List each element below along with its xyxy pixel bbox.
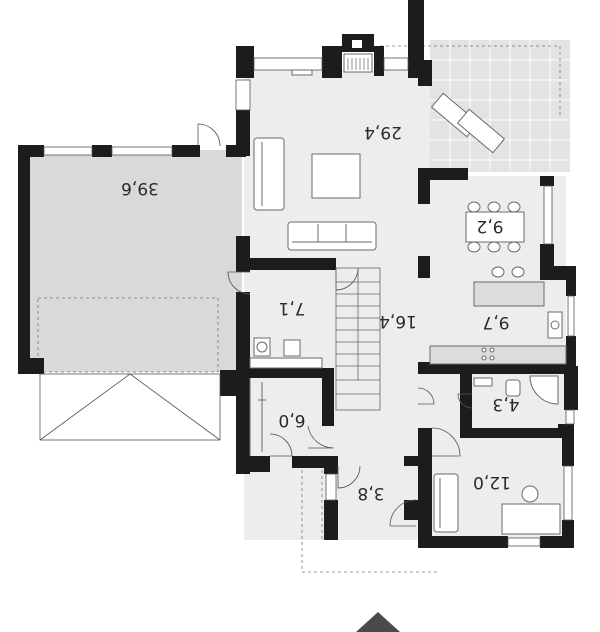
entrance-arrow [356, 612, 400, 632]
dashed-outlines [37, 45, 561, 573]
area-living: 29,4 [364, 122, 402, 142]
dining-table [465, 211, 525, 243]
fireplace [343, 40, 373, 73]
area-bath: 4,3 [492, 394, 519, 414]
windows [43, 57, 575, 547]
garage-floor [30, 150, 242, 372]
area-office: 12,0 [473, 472, 511, 492]
furniture [249, 69, 567, 535]
sofa-left [253, 137, 285, 211]
staircase [335, 267, 381, 411]
kitchen-counter [429, 345, 567, 365]
area-dining: 9,2 [476, 216, 503, 236]
vestibule-floor [332, 456, 416, 520]
area-boiler: 6,0 [278, 410, 305, 430]
area-hall: 16,4 [379, 311, 417, 331]
office-desk [501, 503, 561, 535]
area-garage: 39,6 [121, 178, 159, 198]
area-kitchen: 9,7 [482, 312, 509, 332]
sofa-bottom [287, 221, 377, 251]
area-utility: 7,1 [278, 298, 305, 318]
garage-apron [39, 373, 221, 441]
kitchen-island [473, 281, 545, 307]
coffee-table [311, 153, 361, 199]
area-vestibule: 3,8 [357, 483, 384, 503]
room-labels: 29,4 39,6 9,2 16,4 9,7 7,1 6,0 4,3 3,8 1… [121, 122, 519, 503]
terrace-grid [430, 40, 570, 170]
office-sofa [433, 473, 459, 533]
walls [18, 0, 578, 548]
